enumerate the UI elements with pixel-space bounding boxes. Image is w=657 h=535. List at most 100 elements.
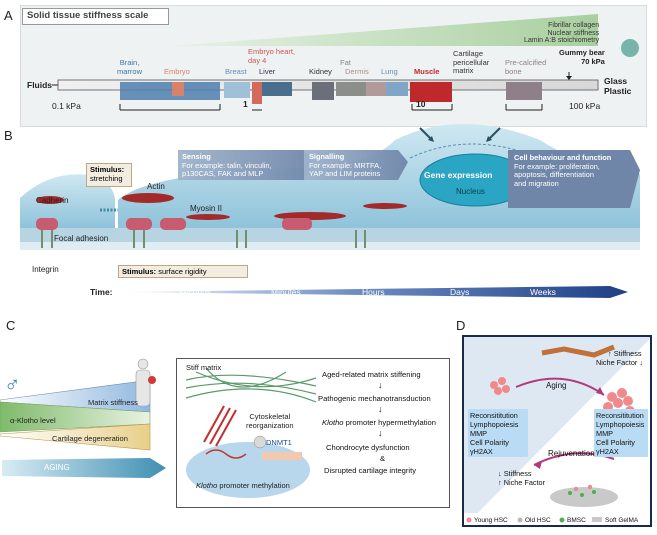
tissue-fat: Fat — [340, 58, 351, 67]
aging-triangle — [464, 337, 650, 525]
legend-gelma: Soft GelMA — [605, 517, 639, 524]
focal-adhesion-label: Focal adhesion — [54, 234, 109, 243]
tissue-dermis: Dermis — [345, 67, 369, 76]
cell-behaviour-title: Cell behaviour and function — [514, 153, 612, 162]
d-rejuvenation-label: Rejuvenation — [548, 449, 595, 458]
sensing-line2: p130CAS, FAK and MLP — [182, 169, 264, 179]
tissue-lung: Lung — [381, 67, 398, 76]
wedge-labels: Fibrillar collagen Nuclear stiffness Lam… — [524, 22, 599, 45]
cytoskeletal-l1: Cytoskeletal — [249, 412, 291, 421]
fluids-label: Fluids — [27, 80, 53, 90]
d-stiffness-bottom: ↓ Stiffness — [498, 469, 532, 478]
stiffness-wedge-svg — [52, 14, 639, 111]
tissue-heart-l1: Embryo heart, — [248, 47, 296, 56]
mechanism-svg — [185, 367, 317, 498]
methylation-klotho: Klotho — [196, 481, 218, 490]
tissue-muscle: Muscle — [414, 67, 440, 76]
d-stiffness-bottom-text: Stiffness — [503, 469, 532, 478]
right-list-1: Reconsititution — [596, 411, 644, 420]
dermis-range — [366, 82, 388, 96]
myosin-label: Myosin II — [190, 204, 223, 213]
time-seconds: Seconds — [178, 287, 212, 297]
left-list-2: Lymphopoiesis — [470, 420, 519, 429]
breast-range — [224, 82, 250, 98]
scale-title: Solid tissue stiffness scale — [27, 10, 149, 21]
fat-range — [336, 82, 366, 96]
flow-step-2: Pathogenic mechanotransduction — [318, 394, 431, 403]
cartilage-degeneration-label: Cartilage degeneration — [52, 434, 128, 443]
substrate — [20, 228, 640, 242]
sensing-arrow — [178, 150, 314, 180]
legend-bmsc-icon — [559, 517, 565, 523]
bone-range — [506, 82, 542, 100]
right-list: Reconsititution Lymphopoiesis MMP Cell P… — [596, 411, 644, 456]
panel-d-label: D — [456, 318, 466, 333]
flow-step-3: Klotho promoter hypermethylation — [322, 418, 436, 427]
tissue-bone-l1: Pre-calcified — [505, 58, 547, 67]
stimulus-stretch-text: stretching — [90, 173, 123, 183]
methylation-rest: promoter methylation — [219, 481, 290, 490]
brain-range — [120, 82, 220, 100]
dnmt1-icon — [253, 435, 267, 449]
d-niche-bottom: ↑ Niche Factor — [498, 478, 546, 487]
d-niche-top: Niche Factor ↓ — [596, 358, 644, 367]
lung-range — [386, 82, 408, 96]
matrix-stiffness-label: Matrix stiffness — [88, 398, 138, 407]
gelma-mound — [550, 487, 618, 507]
cytoskeletal-label: Cytoskeletal reorganization — [246, 412, 294, 430]
scale-title-box: Solid tissue stiffness scale — [22, 8, 169, 25]
gummy-bear-icon — [621, 39, 639, 57]
tissue-liver: Liver — [259, 67, 276, 76]
signalling-arrow — [304, 150, 408, 180]
tissue-heart-l2: day 4 — [248, 55, 267, 65]
tissue-brain-l2: marrow — [117, 66, 143, 76]
panel-b-label: B — [4, 128, 13, 143]
cell-behaviour-line1: For example: proliferation, — [514, 161, 600, 171]
d-stiffness-top-text: Stiffness — [613, 349, 642, 358]
young-hsc-cluster — [490, 377, 510, 395]
nucleus-label: Nucleus — [456, 187, 485, 196]
tick-high: 100 kPa — [569, 101, 601, 111]
cadherin-label: Cadherin — [36, 196, 69, 205]
aging-label: AGING — [44, 463, 70, 472]
left-list-3: MMP — [470, 429, 488, 438]
d-niche-top-text: Niche Factor — [596, 358, 638, 367]
wedge-label-collagen: Fibrillar collagen — [548, 22, 600, 29]
flow-step-3-text: promoter hypermethylation — [345, 418, 436, 427]
bone-icon — [541, 344, 615, 358]
tissue-kidney: Kidney — [309, 67, 332, 76]
cytoskeleton-lines — [203, 405, 237, 447]
left-list-bg — [468, 409, 528, 457]
tissue-cart-l1: Cartilage — [453, 49, 484, 58]
tissue-cart-l2: pericellular — [453, 57, 490, 67]
stiff-matrix-label: Stiff matrix — [186, 363, 222, 372]
stimulus-rigidity-title: Stimulus: — [122, 267, 157, 276]
cell-behaviour-line2: apoptosis, differentiation — [514, 170, 594, 180]
embryo-range — [172, 82, 184, 96]
rejuvenation-triangle — [465, 339, 650, 525]
stimulus-stretch-title: Stimulus: — [90, 165, 125, 174]
focal-adhesions — [36, 218, 312, 230]
d-niche-bottom-text: Niche Factor — [503, 478, 546, 487]
signalling-line1: For example: MRTFA, — [309, 160, 382, 170]
left-list-1: Reconsititution — [470, 411, 518, 420]
panel-c-wedges-svg — [0, 358, 166, 478]
panel-c-label: C — [6, 318, 16, 333]
flow-step-5: Disrupted cartilage integrity — [324, 466, 417, 475]
integrin-label: Integrin — [32, 265, 59, 274]
flow-arrow-3: ↓ — [378, 428, 383, 438]
left-list-4: Cell Polarity — [470, 438, 509, 447]
cell-behaviour-line3: and migration — [514, 178, 559, 188]
stimulus-rigidity-box: Stimulus: surface rigidity — [118, 265, 248, 278]
time-arrow — [118, 286, 628, 298]
gene-expression-label: Gene expression — [424, 170, 493, 180]
knee-pain-icon — [148, 376, 156, 384]
tissue-gummy-l1: Gummy bear — [559, 48, 605, 57]
panel-d-frame: ↑ Stiffness Niche Factor ↓ Aging Reconsi… — [462, 335, 652, 527]
time-label: Time: — [90, 287, 113, 297]
stimulus-stretch-box: Stimulus: stretching — [86, 163, 132, 187]
right-list-2: Lymphopoiesis — [596, 420, 645, 429]
tissue-embryo-heart: Embryo heart,day 4 — [248, 47, 296, 65]
flow-arrow-1: ↓ — [378, 380, 383, 390]
